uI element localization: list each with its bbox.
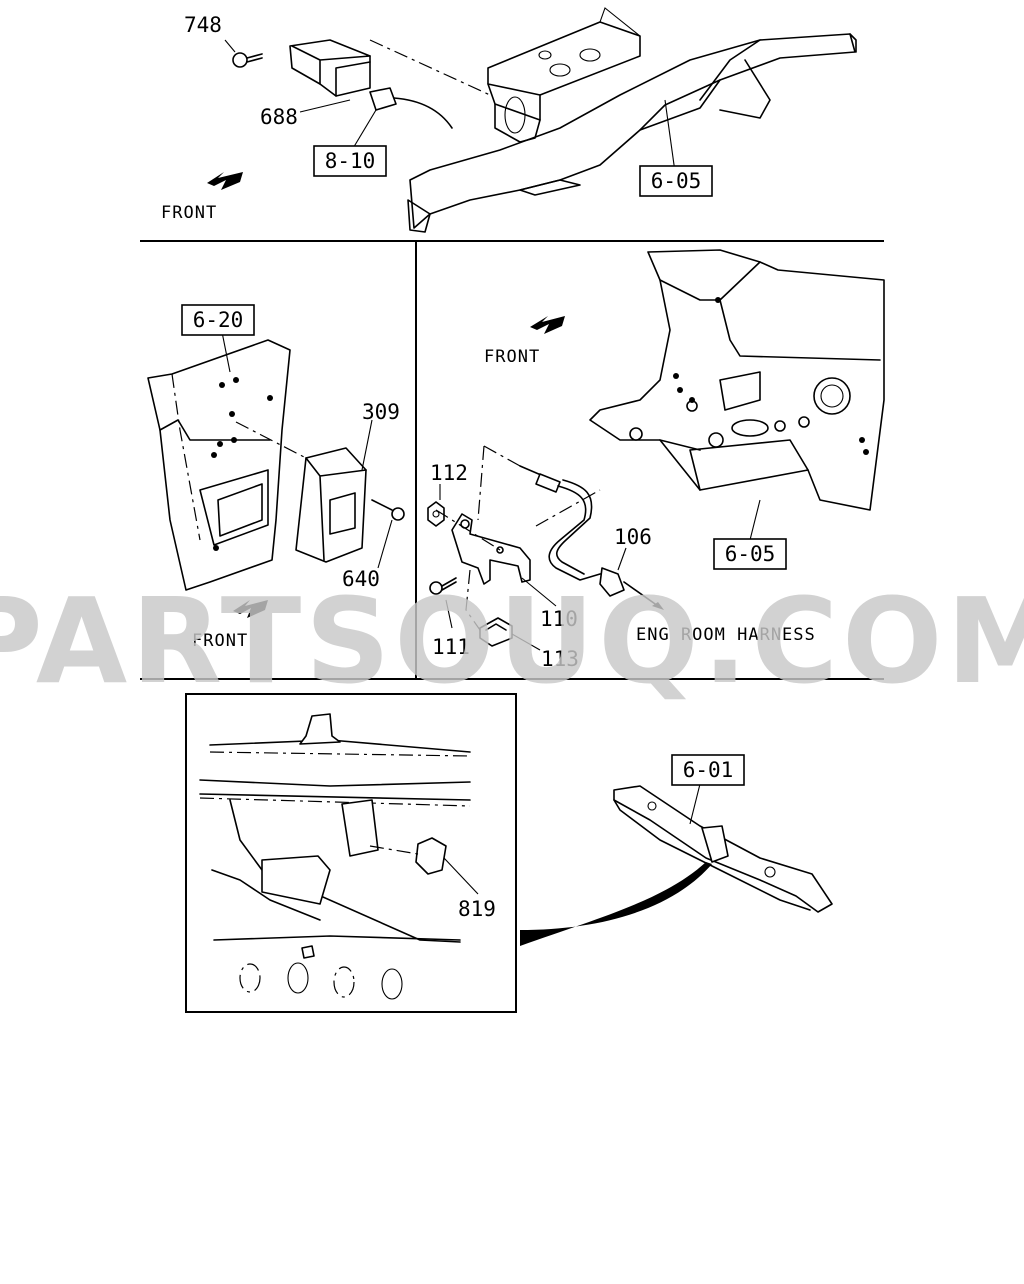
- bracket-110-drawing: [451, 513, 531, 585]
- watermark: PARTSOUQ.COM: [0, 572, 1024, 710]
- section-dividers: [140, 240, 884, 680]
- ref-box-6-05-right[interactable]: 6-05: [713, 538, 787, 570]
- part-640-bolt-drawing: [371, 499, 405, 521]
- part-688-drawing: [289, 39, 371, 97]
- part-label-748[interactable]: 748: [184, 13, 222, 37]
- ref-box-6-20[interactable]: 6-20: [181, 304, 255, 336]
- part-label-640[interactable]: 640: [342, 567, 380, 591]
- svg-text:6-05: 6-05: [725, 542, 776, 566]
- part-label-112[interactable]: 112: [430, 461, 468, 485]
- bolt-111-drawing: [429, 577, 457, 595]
- clip-113-drawing: [479, 617, 513, 647]
- top-section: [207, 7, 857, 233]
- nut-112-drawing: [427, 501, 445, 527]
- svg-text:6-01: 6-01: [683, 758, 734, 782]
- bottom-section: [185, 693, 833, 1013]
- ref-box-6-05-top[interactable]: 6-05: [639, 165, 713, 197]
- front-arrow-icon-top: [207, 172, 243, 190]
- notes: FRONT FRONT FRONT ENG ROOM HARNESS: [161, 203, 816, 651]
- panel-6-20-drawing: [147, 339, 291, 591]
- upper-bracket-drawing: [487, 21, 641, 96]
- front-arrow-icon-mid: [530, 316, 565, 334]
- part-label-113[interactable]: 113: [541, 647, 579, 671]
- part-label-110[interactable]: 110: [540, 607, 578, 631]
- middle-left-section: [147, 331, 405, 618]
- part-label-111[interactable]: 111: [432, 635, 470, 659]
- frame-rail-drawing: [409, 33, 856, 229]
- front-label-top: FRONT: [161, 203, 217, 223]
- eng-room-harness-label: ENG ROOM HARNESS: [636, 625, 816, 645]
- front-arrow-icon-left: [233, 600, 268, 618]
- part-label-819[interactable]: 819: [458, 897, 496, 921]
- front-label-mid: FRONT: [484, 347, 540, 367]
- part-label-688[interactable]: 688: [260, 105, 298, 129]
- svg-text:8-10: 8-10: [325, 149, 376, 173]
- part-748-bolt-drawing: [232, 52, 263, 68]
- detail-pointer-arc: [520, 862, 712, 946]
- svg-text:6-20: 6-20: [193, 308, 244, 332]
- sensor-106-drawing: [519, 465, 664, 610]
- svg-text:6-05: 6-05: [651, 169, 702, 193]
- middle-right-section: [427, 249, 885, 651]
- front-label-left: FRONT: [192, 631, 248, 651]
- connector-drawing: [369, 87, 453, 129]
- part-309-box-drawing: [295, 447, 367, 563]
- ref-box-6-01[interactable]: 6-01: [671, 754, 745, 786]
- part-label-309[interactable]: 309: [362, 400, 400, 424]
- reference-boxes: 8-10 6-05 6-20 6-05 6-01: [181, 145, 787, 786]
- ref-box-8-10[interactable]: 8-10: [313, 145, 387, 177]
- part-labels: 748 688 309 640 112 106 110 111 113 819: [184, 13, 652, 921]
- part-label-106[interactable]: 106: [614, 525, 652, 549]
